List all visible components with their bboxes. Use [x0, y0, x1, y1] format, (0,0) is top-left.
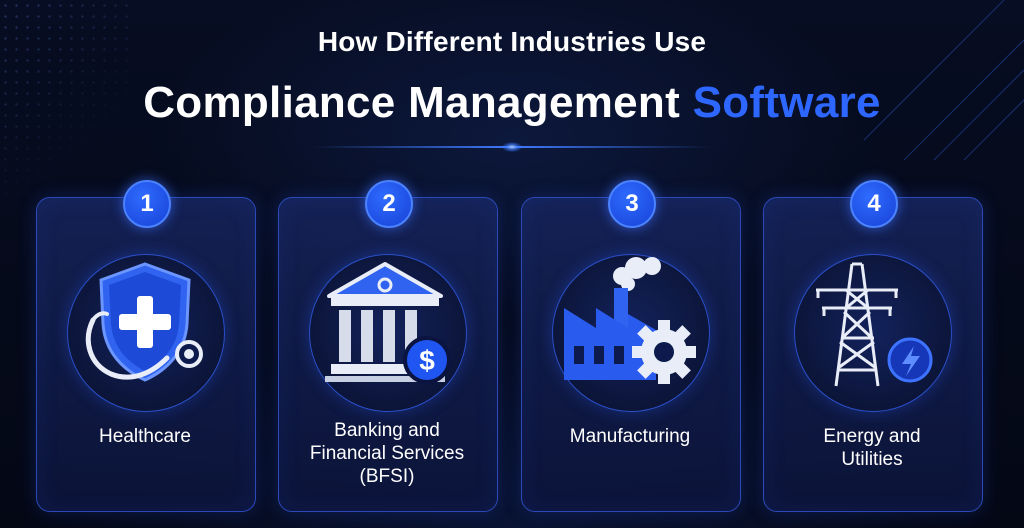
industry-label-manufacturing: Manufacturing	[569, 426, 691, 447]
power-tower-bolt-icon	[816, 262, 933, 387]
industry-label-healthcare: Healthcare	[99, 426, 191, 447]
shield-medical-icon	[85, 262, 203, 382]
title-line-1: How Different Industries Use	[317, 26, 707, 57]
number-badge-1: 1	[123, 180, 171, 228]
factory-gear-icon	[564, 257, 696, 384]
label-line: (BFSI)	[359, 466, 415, 487]
label-line: Utilities	[841, 449, 903, 470]
dot-pattern	[0, 0, 130, 200]
divider-glow	[502, 142, 522, 152]
icon-ring-4	[794, 254, 952, 412]
bank-dollar-icon: $	[325, 262, 451, 384]
industry-label-bfsi: Banking and Financial Services (BFSI)	[278, 419, 496, 488]
number-badge-2: 2	[365, 180, 413, 228]
decorative-lines	[863, 0, 1024, 161]
title-accent: Software	[692, 78, 881, 127]
number-badge-3: 3	[608, 180, 656, 228]
number-badge-4: 4	[850, 180, 898, 228]
label-line: Financial Services	[309, 443, 465, 464]
title-line-2: Compliance Management Software	[0, 78, 1024, 128]
label-line: Energy and	[823, 426, 921, 447]
label-line: Banking and	[334, 420, 440, 441]
dollar-glyph: $	[419, 345, 435, 376]
industry-label-energy: Energy and Utilities	[763, 425, 981, 471]
title-main: Compliance Management	[143, 78, 681, 127]
